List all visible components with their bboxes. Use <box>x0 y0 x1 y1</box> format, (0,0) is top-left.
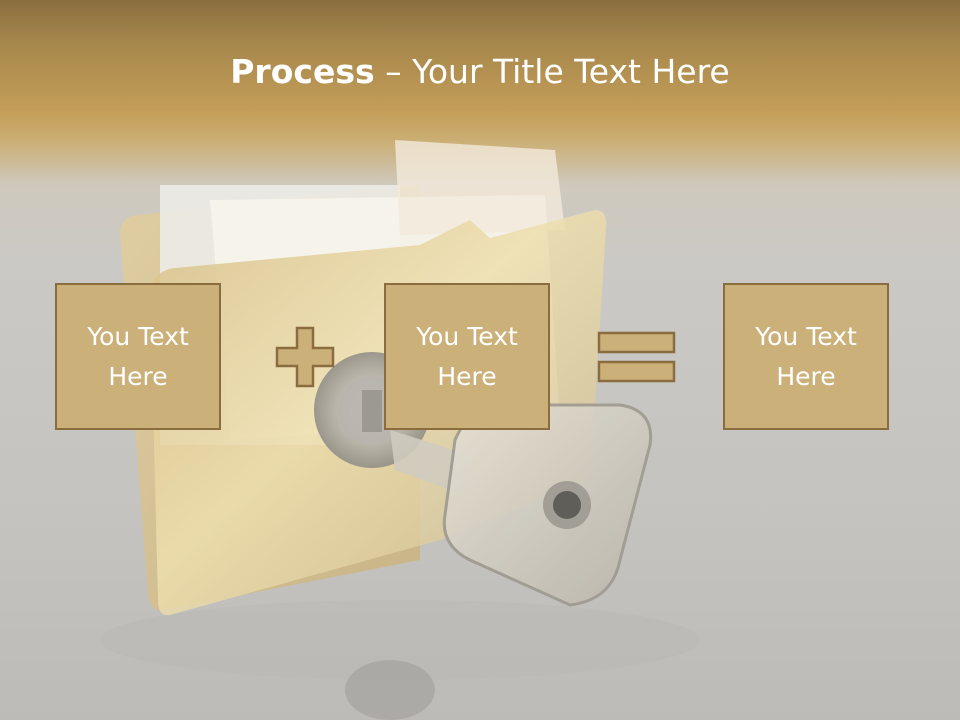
text-box-3-label: You Text Here <box>755 321 857 391</box>
lock-reflection <box>345 660 435 720</box>
title-bold: Process <box>230 52 375 91</box>
plus-icon <box>275 326 335 388</box>
lock-keyway <box>362 390 382 432</box>
key-hole-inner <box>553 491 581 519</box>
text-box-1[interactable]: You Text Here <box>55 283 221 430</box>
title-rest: – Your Title Text Here <box>374 52 730 91</box>
floor-shadow <box>100 600 700 680</box>
text-box-1-label: You Text Here <box>87 321 189 391</box>
text-box-2-label: You Text Here <box>416 321 518 391</box>
text-box-3[interactable]: You Text Here <box>723 283 889 430</box>
equals-icon <box>597 331 676 383</box>
slide-title: Process – Your Title Text Here <box>0 52 960 91</box>
text-box-2[interactable]: You Text Here <box>384 283 550 430</box>
document-top <box>395 140 565 235</box>
